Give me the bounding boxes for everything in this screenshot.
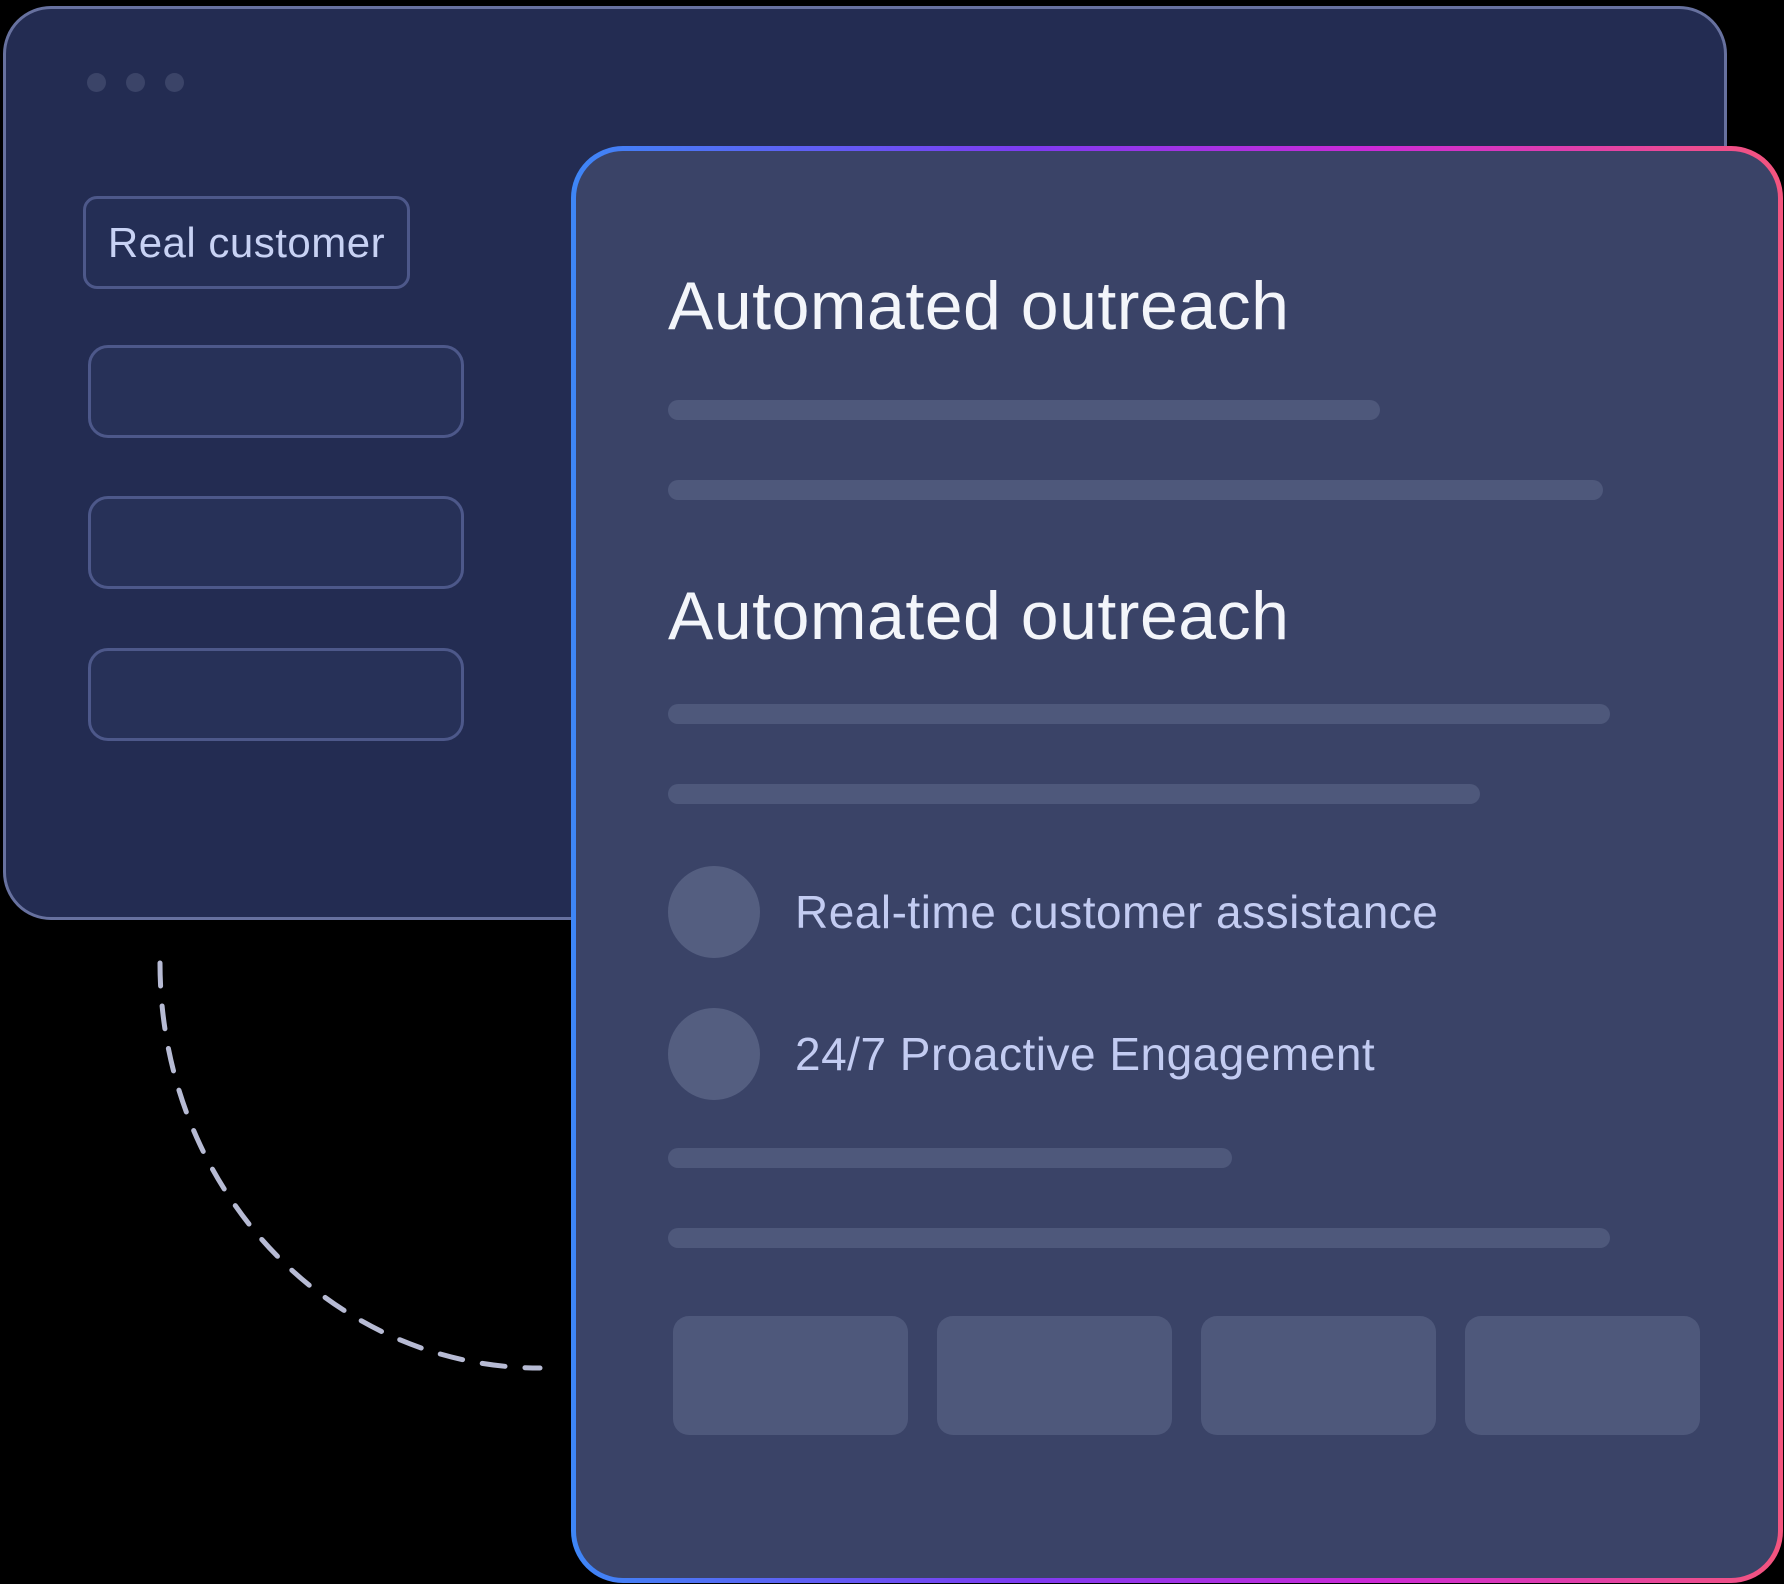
skeleton-text-bar [668,400,1380,420]
feature-label: 24/7 Proactive Engagement [795,1028,1376,1080]
front-window: Automated outreach Automated outreach Re… [576,151,1778,1578]
skeleton-text-bar [668,1148,1232,1168]
section2-heading: Automated outreach [668,578,1290,654]
action-button[interactable] [1465,1316,1700,1435]
feature-bullet-icon [668,866,760,958]
feature-label: Real-time customer assistance [795,886,1439,938]
feature-item: Real-time customer assistance [668,866,1438,958]
placeholder-field[interactable] [88,648,464,741]
action-button[interactable] [673,1316,908,1435]
placeholder-field[interactable] [88,496,464,589]
skeleton-text-bar [668,480,1603,500]
window-dot [87,73,106,92]
window-dot [165,73,184,92]
real-customer-chip[interactable]: Real customer [83,196,410,289]
skeleton-text-bar [668,1228,1610,1248]
placeholder-field[interactable] [88,345,464,438]
action-button-row [673,1316,1700,1435]
action-button[interactable] [1201,1316,1436,1435]
dashed-arc [157,960,543,1371]
window-dot [126,73,145,92]
section1-heading: Automated outreach [668,268,1290,344]
window-controls [87,73,184,92]
front-window-frame: Automated outreach Automated outreach Re… [571,146,1783,1583]
skeleton-text-bar [668,704,1610,724]
feature-bullet-icon [668,1008,760,1100]
feature-item: 24/7 Proactive Engagement [668,1008,1375,1100]
chip-label: Real customer [107,218,386,266]
action-button[interactable] [937,1316,1172,1435]
skeleton-text-bar [668,784,1480,804]
